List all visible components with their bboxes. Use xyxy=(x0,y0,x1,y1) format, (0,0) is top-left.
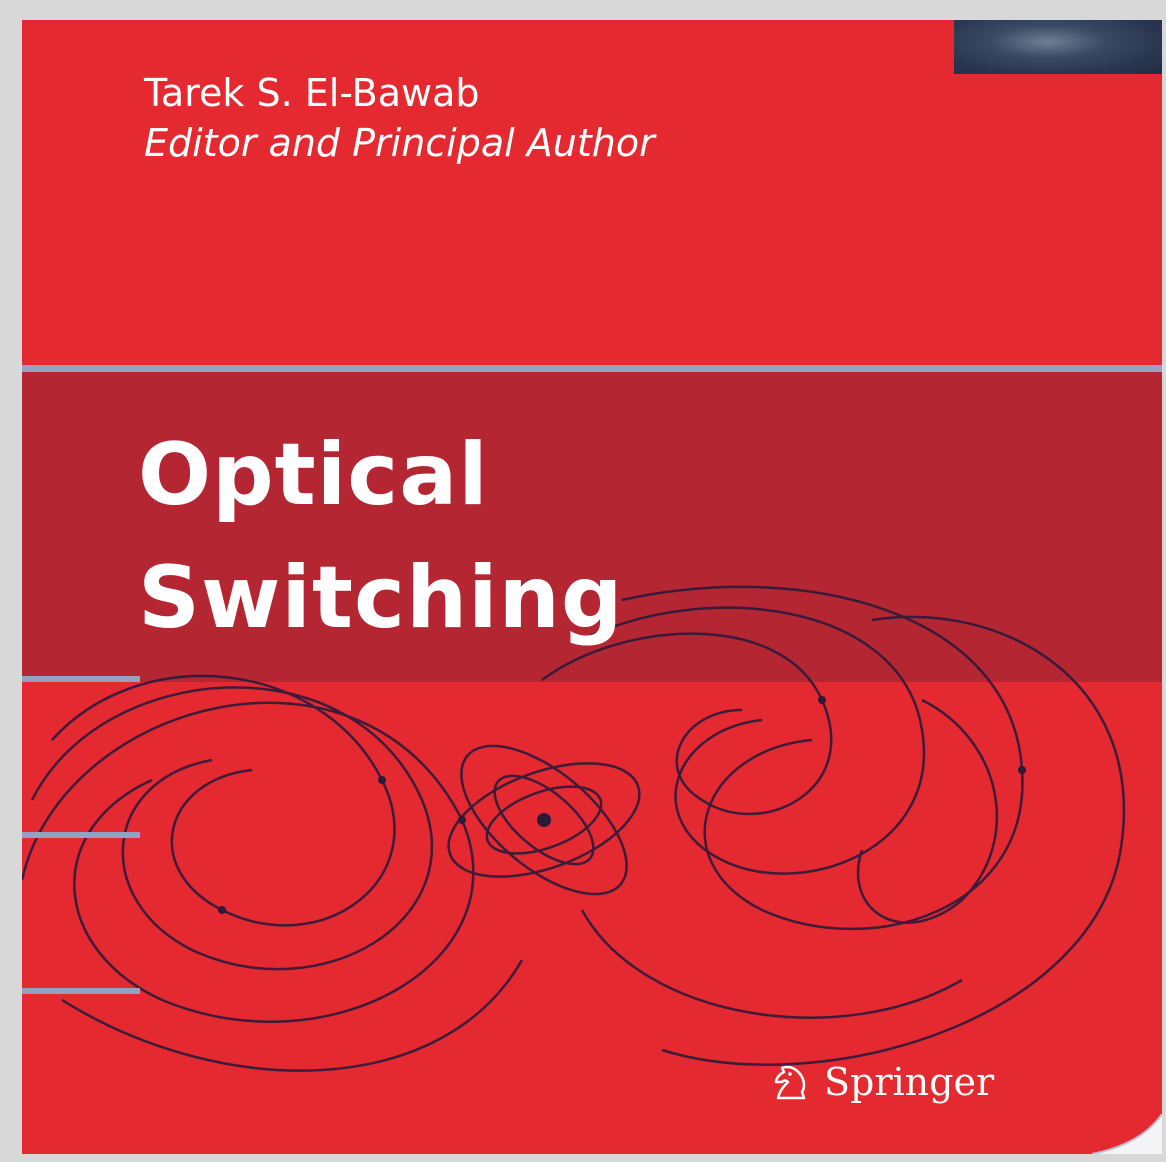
publisher-name: Springer xyxy=(824,1060,995,1104)
book-cover: Tarek S. El-Bawab Editor and Principal A… xyxy=(22,20,1162,1154)
side-tick-2 xyxy=(22,832,140,838)
page-curl xyxy=(1092,1114,1162,1154)
author-role: Editor and Principal Author xyxy=(144,121,655,165)
title-band xyxy=(22,372,1162,682)
springer-knight-icon xyxy=(774,1065,806,1100)
title-line-1: Optical xyxy=(138,425,489,525)
divider-rule xyxy=(22,365,1162,372)
field-lines-art xyxy=(22,585,1126,1072)
title-line-2: Switching xyxy=(138,548,624,648)
author-name: Tarek S. El-Bawab xyxy=(144,71,480,115)
publisher-block: Springer xyxy=(768,1060,994,1104)
corner-image xyxy=(954,20,1162,74)
side-tick-1 xyxy=(22,676,140,682)
side-tick-3 xyxy=(22,988,140,994)
